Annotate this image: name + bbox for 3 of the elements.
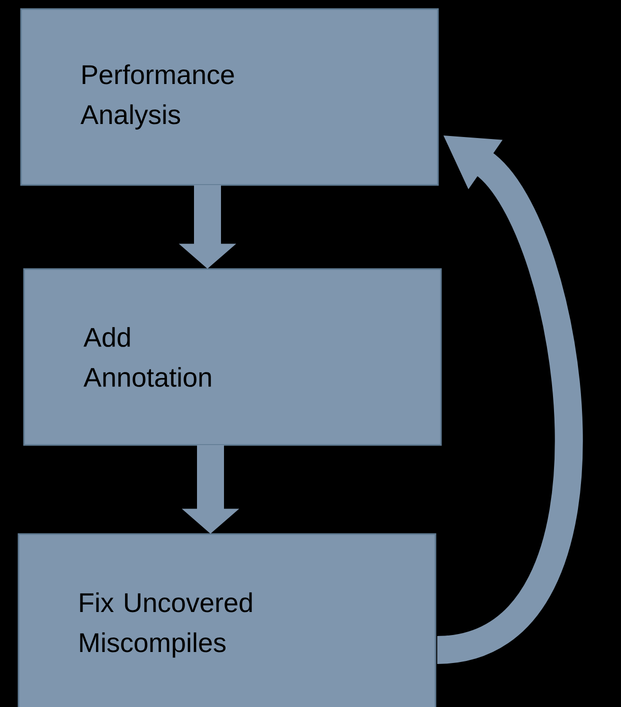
process-box: Performance Analysis — [20, 8, 439, 186]
process-box: Fix Uncovered Miscompiles — [18, 533, 436, 707]
process-box: Add Annotation — [23, 268, 442, 446]
